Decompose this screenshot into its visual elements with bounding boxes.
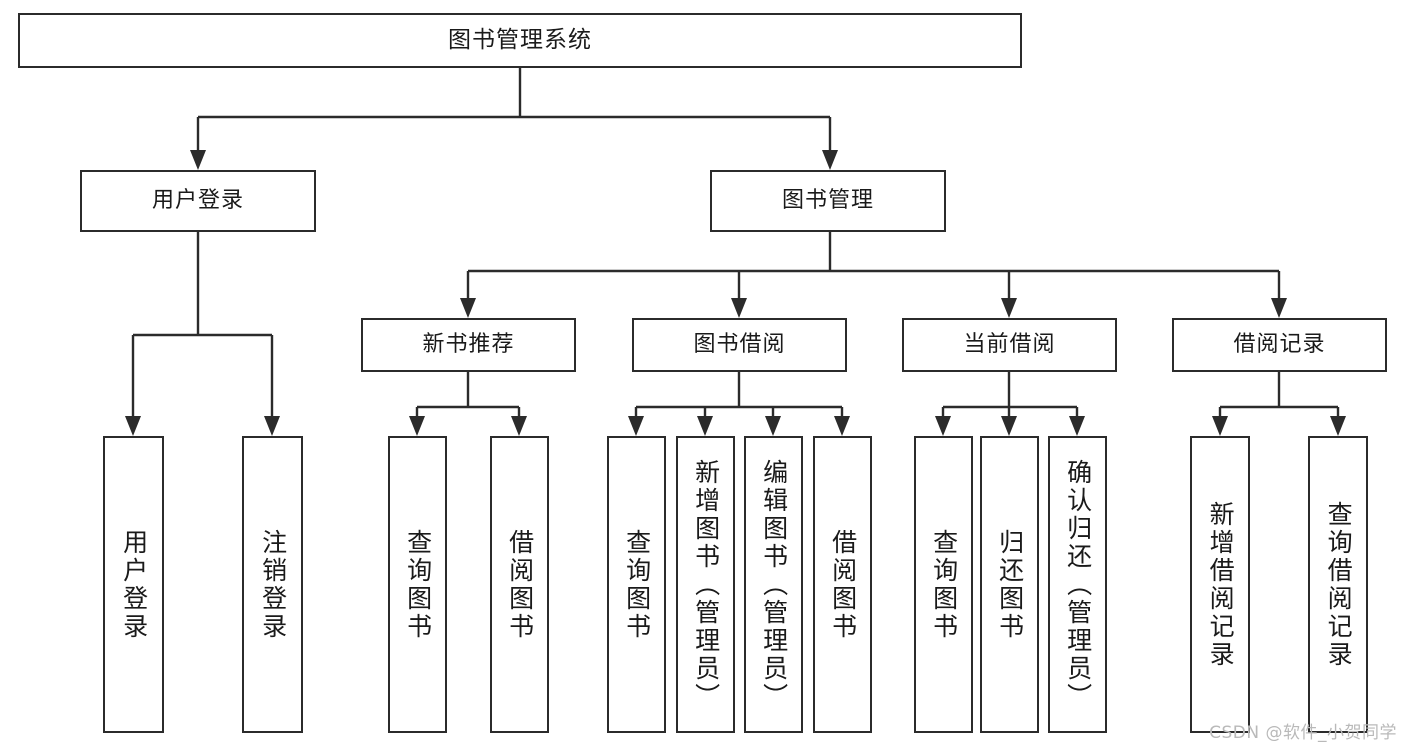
arrow-new-book-leaf-1 bbox=[409, 416, 425, 436]
node-label: 注销登录 bbox=[258, 528, 288, 641]
leaf-new-book-borrow[interactable]: 借阅图书 bbox=[490, 436, 549, 733]
node-label: 归还图书 bbox=[995, 528, 1025, 641]
node-label: 查询图书 bbox=[622, 528, 652, 641]
arrow-record-leaf-2 bbox=[1330, 416, 1346, 436]
node-book-management[interactable]: 图书管理 bbox=[710, 170, 946, 232]
node-label: 借阅图书 bbox=[505, 528, 535, 641]
arrow-current-leaf-2 bbox=[1001, 416, 1017, 436]
node-label: 用户登录 bbox=[119, 528, 149, 641]
leaf-borrow-borrow-book[interactable]: 借阅图书 bbox=[813, 436, 872, 733]
leaf-record-add[interactable]: 新增借阅记录 bbox=[1190, 436, 1250, 733]
leaf-record-query[interactable]: 查询借阅记录 bbox=[1308, 436, 1368, 733]
node-label: 借阅图书 bbox=[828, 528, 858, 641]
arrow-new-book-leaf-2 bbox=[511, 416, 527, 436]
node-book-borrow[interactable]: 图书借阅 bbox=[632, 318, 847, 372]
node-label: 编辑图书（管理员） bbox=[759, 458, 789, 711]
arrow-user-login-leaf-1 bbox=[125, 416, 141, 436]
leaf-user-login[interactable]: 用户登录 bbox=[103, 436, 164, 733]
leaf-new-book-query[interactable]: 查询图书 bbox=[388, 436, 447, 733]
node-label: 查询图书 bbox=[929, 528, 959, 641]
node-label: 新增图书（管理员） bbox=[691, 458, 721, 711]
node-borrow-record[interactable]: 借阅记录 bbox=[1172, 318, 1387, 372]
leaf-borrow-add-book-admin[interactable]: 新增图书（管理员） bbox=[676, 436, 735, 733]
leaf-borrow-query-book[interactable]: 查询图书 bbox=[607, 436, 666, 733]
node-label: 当前借阅 bbox=[963, 332, 1056, 358]
arrow-user-login-leaf-2 bbox=[264, 416, 280, 436]
node-label: 借阅记录 bbox=[1233, 332, 1326, 358]
arrow-root-to-user-login bbox=[190, 150, 206, 170]
csdn-watermark: CSDN @软件_小贺同学 bbox=[1209, 723, 1397, 743]
arrow-book-mgmt-module-1 bbox=[460, 298, 476, 318]
node-label: 图书管理 bbox=[781, 188, 874, 214]
node-new-book-recommend[interactable]: 新书推荐 bbox=[361, 318, 576, 372]
node-label: 新增借阅记录 bbox=[1206, 500, 1236, 669]
node-current-borrow[interactable]: 当前借阅 bbox=[902, 318, 1117, 372]
node-label: 图书管理系统 bbox=[448, 27, 592, 54]
node-label: 图书借阅 bbox=[693, 332, 786, 358]
arrow-root-to-book-mgmt bbox=[822, 150, 838, 170]
node-user-login[interactable]: 用户登录 bbox=[80, 170, 316, 232]
leaf-borrow-edit-book-admin[interactable]: 编辑图书（管理员） bbox=[744, 436, 803, 733]
arrow-current-leaf-1 bbox=[935, 416, 951, 436]
arrow-book-mgmt-module-4 bbox=[1271, 298, 1287, 318]
arrow-borrow-leaf-4 bbox=[834, 416, 850, 436]
arrow-borrow-leaf-1 bbox=[628, 416, 644, 436]
arrow-current-leaf-3 bbox=[1069, 416, 1085, 436]
leaf-current-query-book[interactable]: 查询图书 bbox=[914, 436, 973, 733]
arrow-record-leaf-1 bbox=[1212, 416, 1228, 436]
node-label: 确认归还（管理员） bbox=[1063, 458, 1093, 711]
node-root-system[interactable]: 图书管理系统 bbox=[18, 13, 1022, 68]
node-label: 用户登录 bbox=[151, 188, 244, 214]
arrow-borrow-leaf-2 bbox=[697, 416, 713, 436]
leaf-current-return-book[interactable]: 归还图书 bbox=[980, 436, 1039, 733]
arrow-book-mgmt-module-2 bbox=[731, 298, 747, 318]
leaf-user-logout[interactable]: 注销登录 bbox=[242, 436, 303, 733]
node-label: 查询借阅记录 bbox=[1324, 500, 1354, 669]
node-label: 新书推荐 bbox=[422, 332, 515, 358]
arrow-book-mgmt-module-3 bbox=[1001, 298, 1017, 318]
node-label: 查询图书 bbox=[403, 528, 433, 641]
arrow-borrow-leaf-3 bbox=[765, 416, 781, 436]
leaf-current-confirm-return-admin[interactable]: 确认归还（管理员） bbox=[1048, 436, 1107, 733]
